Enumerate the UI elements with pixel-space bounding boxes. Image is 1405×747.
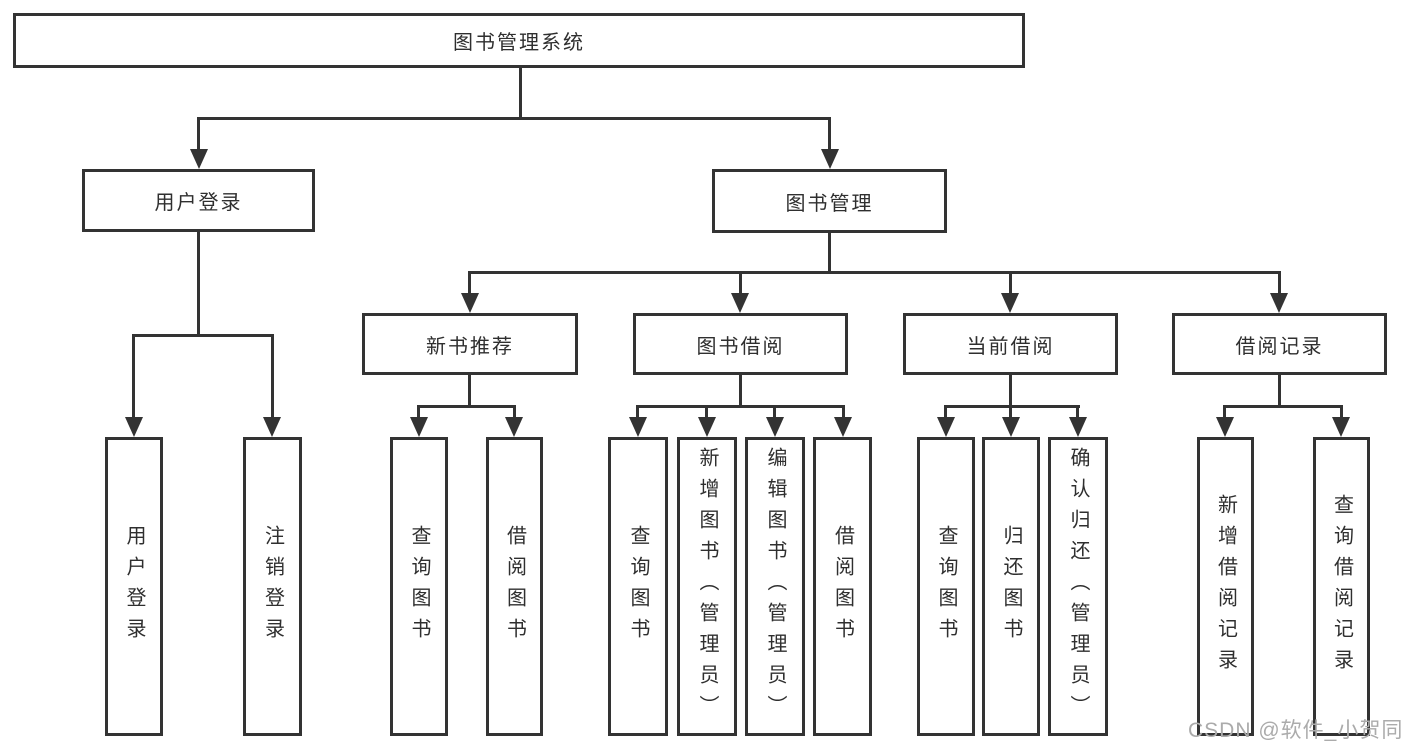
arrow-newrec-leaf1 (410, 417, 428, 437)
leaf-borrowing-borrow-books: 借阅图书 (813, 437, 872, 736)
node-borrowing-records-label: 借阅记录 (1235, 335, 1324, 358)
connector-root-stem (519, 66, 522, 120)
connector-to-leaf-logout-stem (271, 334, 274, 422)
arrow-current-leaf1 (937, 417, 955, 437)
leaf-newrec-query-books: 查询图书 (390, 437, 448, 736)
node-current-borrowing-label: 当前借阅 (966, 335, 1055, 358)
connector-user-login-hbar (132, 334, 274, 337)
node-new-book-recommend-label: 新书推荐 (426, 335, 514, 358)
leaf-query-borrow-record-label: 查询借阅记录 (1330, 493, 1353, 680)
connector-borrowing-leaf1-stem (636, 405, 639, 421)
leaf-query-borrow-record: 查询借阅记录 (1313, 437, 1370, 736)
connector-to-current-stem (1009, 271, 1012, 297)
connector-user-login-stem (197, 230, 200, 337)
connector-book-mgmt-hbar (468, 271, 1281, 274)
arrow-current-leaf2 (1002, 417, 1020, 437)
leaf-current-query-books: 查询图书 (917, 437, 975, 736)
node-book-management: 图书管理 (712, 169, 947, 233)
csdn-watermark: CSDN @软件_小贺同学 (1188, 719, 1404, 742)
node-current-borrowing: 当前借阅 (903, 313, 1118, 375)
connector-records-hbar (1223, 405, 1343, 408)
arrow-to-current (1001, 293, 1019, 313)
node-root-label: 图书管理系统 (453, 32, 585, 54)
leaf-logout: 注销登录 (243, 437, 302, 736)
node-borrowing-records: 借阅记录 (1172, 313, 1387, 375)
leaf-confirm-return-admin-label: 确认归还（管理员） (1067, 447, 1089, 726)
leaf-user-login-label: 用户登录 (123, 524, 145, 649)
arrow-records-leaf2 (1332, 417, 1350, 437)
leaf-add-borrow-record: 新增借阅记录 (1197, 437, 1254, 736)
connector-newrec-hbar (417, 405, 516, 408)
arrow-borrowing-leaf3 (766, 417, 784, 437)
connector-current-leaf3-stem (1076, 405, 1079, 421)
node-book-borrowing: 图书借阅 (633, 313, 848, 375)
arrow-to-user-login (190, 149, 208, 169)
arrow-borrowing-leaf4 (834, 417, 852, 437)
arrow-borrowing-leaf1 (629, 417, 647, 437)
arrow-to-leaf-logout (263, 417, 281, 437)
leaf-add-books-admin-label: 新增图书（管理员） (696, 447, 718, 726)
leaf-logout-label: 注销登录 (261, 524, 284, 649)
arrow-to-book-mgmt (821, 149, 839, 169)
leaf-borrowing-query-books: 查询图书 (608, 437, 668, 736)
connector-newrec-leaf2-stem (513, 405, 516, 421)
connector-borrowing-leaf4-stem (842, 405, 845, 421)
connector-borrowing-leaf2-stem (705, 405, 708, 421)
leaf-borrowing-borrow-books-label: 借阅图书 (831, 524, 854, 649)
arrow-records-leaf1 (1216, 417, 1234, 437)
connector-to-newrec-stem (468, 271, 471, 297)
leaf-newrec-query-books-label: 查询图书 (408, 524, 430, 649)
arrow-current-leaf3 (1069, 417, 1087, 437)
node-root-library-system: 图书管理系统 (13, 13, 1025, 68)
node-book-management-label: 图书管理 (785, 192, 874, 215)
connector-to-leaf-login-stem (132, 334, 135, 422)
connector-current-leaf1-stem (944, 405, 947, 421)
leaf-confirm-return-admin: 确认归还（管理员） (1048, 437, 1108, 736)
connector-borrowing-stem (739, 373, 742, 408)
leaf-add-borrow-record-label: 新增借阅记录 (1214, 493, 1237, 680)
connector-newrec-leaf1-stem (417, 405, 420, 421)
node-user-login-label: 用户登录 (154, 192, 243, 214)
connector-current-leaf2-stem (1009, 405, 1012, 421)
arrow-newrec-leaf2 (505, 417, 523, 437)
leaf-user-login: 用户登录 (105, 437, 163, 736)
leaf-return-books: 归还图书 (982, 437, 1040, 736)
connector-book-mgmt-stem (828, 231, 831, 274)
connector-root-hbar (197, 117, 831, 120)
arrow-borrowing-leaf2 (698, 417, 716, 437)
connector-newrec-stem (468, 373, 471, 408)
connector-to-user-login-stem (197, 117, 200, 151)
node-user-login: 用户登录 (82, 169, 315, 232)
connector-to-borrowing-stem (739, 271, 742, 297)
leaf-edit-books-admin-label: 编辑图书（管理员） (764, 447, 786, 726)
connector-borrowing-hbar (636, 405, 845, 408)
leaf-newrec-borrow-books-label: 借阅图书 (503, 524, 526, 649)
connector-to-book-mgmt-stem (828, 117, 831, 151)
connector-current-hbar (944, 405, 1080, 408)
leaf-edit-books-admin: 编辑图书（管理员） (745, 437, 805, 736)
connector-records-stem (1278, 373, 1281, 408)
node-book-borrowing-label: 图书借阅 (696, 335, 785, 358)
leaf-newrec-borrow-books: 借阅图书 (486, 437, 543, 736)
connector-borrowing-leaf3-stem (773, 405, 776, 421)
connector-current-stem (1009, 373, 1012, 408)
connector-records-leaf2-stem (1340, 405, 1343, 421)
leaf-return-books-label: 归还图书 (1000, 524, 1022, 649)
arrow-to-newrec (461, 293, 479, 313)
connector-to-records-stem (1278, 271, 1281, 297)
arrow-to-leaf-login (125, 417, 143, 437)
leaf-add-books-admin: 新增图书（管理员） (677, 437, 737, 736)
leaf-current-query-books-label: 查询图书 (935, 524, 957, 649)
connector-records-leaf1-stem (1223, 405, 1226, 421)
arrow-to-records (1270, 293, 1288, 313)
arrow-to-borrowing (731, 293, 749, 313)
node-new-book-recommend: 新书推荐 (362, 313, 578, 375)
leaf-borrowing-query-books-label: 查询图书 (627, 524, 649, 649)
